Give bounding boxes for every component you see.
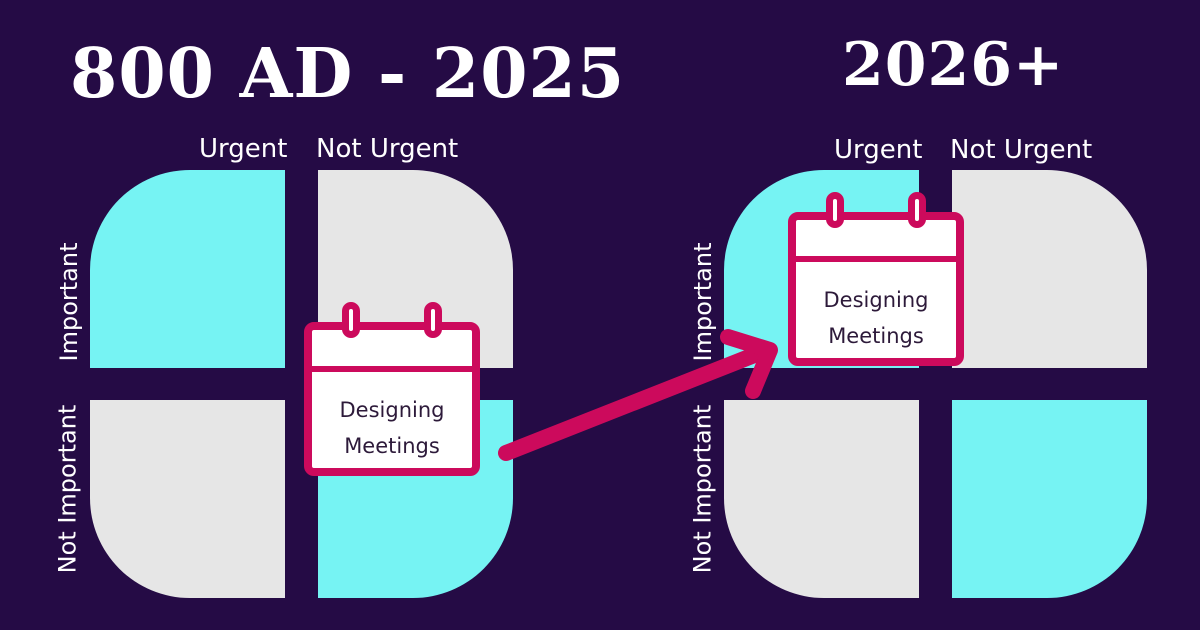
right-calendar-line1: Designing [823,288,929,312]
calendar-header [796,220,956,262]
left-col-label-urgent: Urgent [199,134,288,164]
right-col-label-not-urgent: Not Urgent [950,135,1093,165]
left-calendar-card: Designing Meetings [304,302,480,476]
left-quadrant-urgent-important [90,170,285,368]
right-calendar-card: Designing Meetings [788,192,964,366]
left-calendar-text: Designing Meetings [312,392,472,464]
calendar-ring-icon [826,192,844,228]
calendar-header [312,330,472,372]
calendar-ring-icon [908,192,926,228]
calendar-ring-icon [342,302,360,338]
left-calendar-line2: Meetings [344,434,440,458]
right-panel-title: 2026+ [842,30,1065,100]
left-col-label-not-urgent: Not Urgent [316,134,459,164]
right-quadrant-urgent-not-important [724,400,919,598]
right-calendar-line2: Meetings [828,324,924,348]
left-panel-title: 800 AD - 2025 [70,34,626,114]
right-calendar-text: Designing Meetings [796,282,956,354]
right-quadrant-not-urgent-not-important [952,400,1147,598]
left-calendar-line1: Designing [339,398,445,422]
calendar-ring-icon [424,302,442,338]
right-col-label-urgent: Urgent [834,135,923,165]
left-quadrant-urgent-not-important [90,400,285,598]
right-quadrant-not-urgent-important [952,170,1147,368]
